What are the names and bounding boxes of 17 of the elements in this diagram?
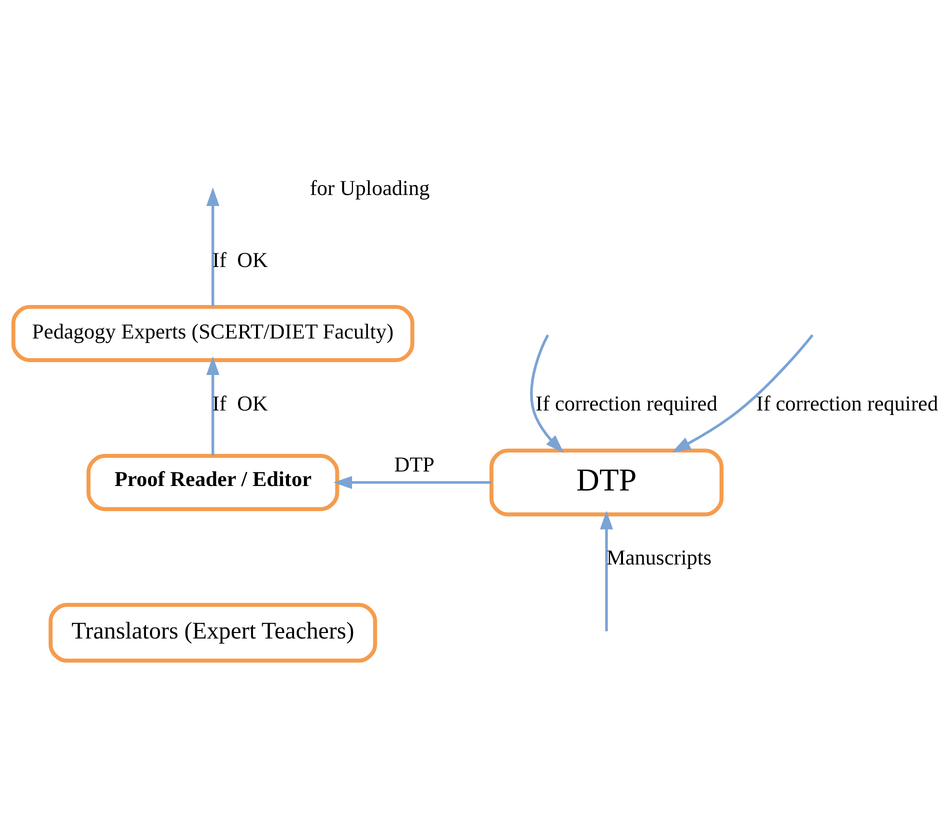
node-box: Translators (Expert Teachers) xyxy=(48,602,378,662)
edge-label: If correction required xyxy=(756,390,938,415)
arrow xyxy=(206,356,220,455)
node-box: Proof Reader / Editor xyxy=(86,453,340,511)
node-box: Pedagogy Experts (SCERT/DIET Faculty) xyxy=(11,304,414,362)
edge-label: If correction required xyxy=(536,390,718,415)
edge-label: If OK xyxy=(212,390,268,415)
arrow xyxy=(333,475,492,488)
node-box: DTP xyxy=(489,448,724,516)
label: for Uploading xyxy=(310,175,430,200)
arrow xyxy=(672,334,814,452)
arrow xyxy=(206,186,220,306)
edge-label: Manuscripts xyxy=(606,545,712,570)
edge-label: If OK xyxy=(212,247,268,272)
arrow xyxy=(530,334,564,453)
arrow xyxy=(600,510,614,631)
edge-label: DTP xyxy=(394,452,434,476)
